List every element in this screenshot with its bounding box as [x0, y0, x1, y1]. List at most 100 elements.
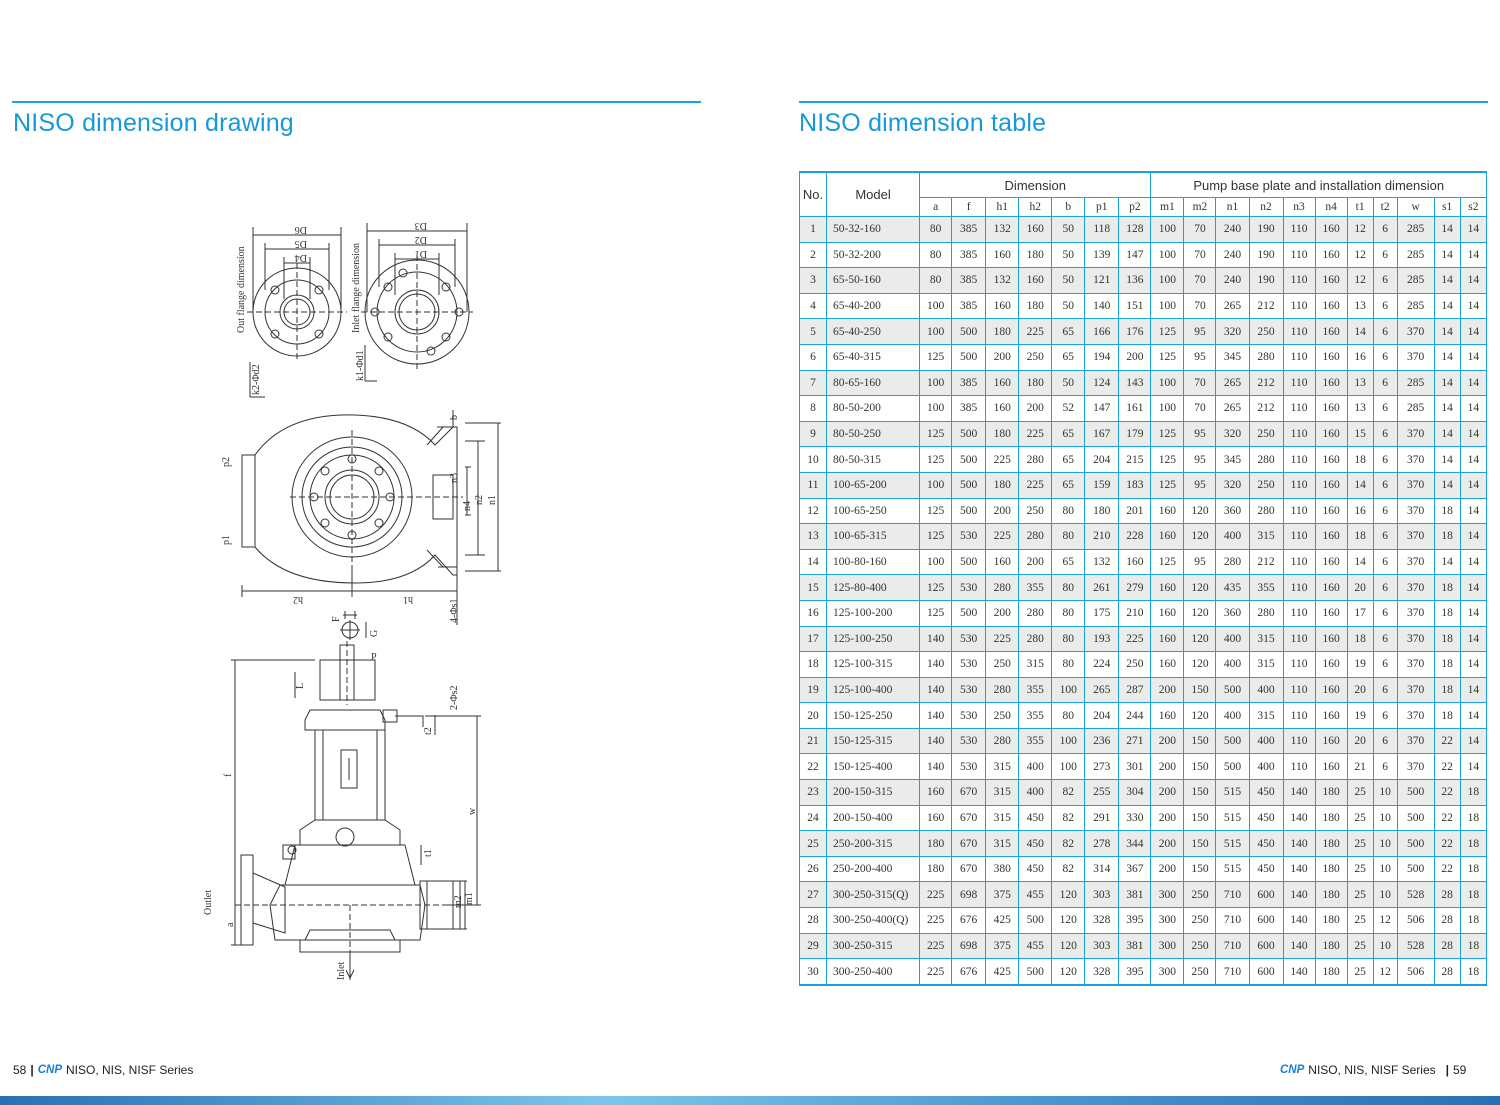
cell-m2: 120 — [1183, 523, 1217, 550]
cell-p2: 160 — [1118, 548, 1152, 576]
cell-m1: 160 — [1150, 625, 1185, 653]
label-s1: 4-Φs1 — [449, 598, 460, 623]
cell-n4: 160 — [1314, 420, 1348, 448]
cell-h1: 225 — [985, 523, 1020, 550]
cell-s1: 28 — [1433, 907, 1461, 934]
cell-f: 385 — [951, 267, 987, 294]
cell-s1: 14 — [1433, 216, 1461, 243]
cell-n4: 160 — [1314, 241, 1348, 269]
cell-b: 120 — [1051, 932, 1086, 960]
cell-h2: 180 — [1018, 369, 1053, 397]
cell-n2: 280 — [1248, 343, 1284, 371]
cell-s2: 14 — [1459, 753, 1488, 781]
cell-n2: 315 — [1248, 651, 1284, 678]
cell-m1: 100 — [1150, 216, 1185, 243]
cell-model: 65-40-250 — [826, 318, 921, 345]
cell-m1: 125 — [1150, 318, 1185, 345]
cell-h2: 200 — [1018, 548, 1053, 576]
cell-b: 120 — [1051, 958, 1086, 986]
cell-a: 125 — [919, 497, 953, 525]
header-col-w: w — [1396, 197, 1435, 217]
cnp-logo: CNP — [37, 1064, 62, 1076]
cell-n4: 180 — [1314, 881, 1348, 909]
cell-s2: 18 — [1459, 830, 1488, 857]
cell-b: 80 — [1051, 497, 1086, 525]
cell-p1: 314 — [1084, 855, 1120, 883]
cell-b: 80 — [1051, 702, 1086, 729]
cell-n2: 280 — [1248, 599, 1284, 627]
cell-n4: 160 — [1314, 267, 1348, 294]
cell-model: 150-125-250 — [826, 702, 921, 729]
cell-f: 500 — [951, 599, 987, 627]
cell-n2: 190 — [1248, 216, 1284, 243]
cell-n1: 265 — [1215, 369, 1250, 397]
cell-h1: 160 — [985, 369, 1020, 397]
cell-s1: 14 — [1433, 420, 1461, 448]
cell-n3: 110 — [1282, 420, 1316, 448]
cell-model: 125-100-315 — [826, 651, 921, 678]
cell-h2: 450 — [1018, 830, 1053, 857]
cell-m2: 150 — [1183, 727, 1217, 755]
page-number-right: 59 — [1453, 1063, 1467, 1077]
cell-n4: 160 — [1314, 548, 1348, 576]
cell-p2: 183 — [1118, 471, 1152, 499]
cell-s2: 14 — [1459, 420, 1488, 448]
cell-f: 530 — [951, 702, 987, 729]
cell-a: 125 — [919, 343, 953, 371]
cell-p1: 303 — [1084, 932, 1120, 960]
cell-t1: 13 — [1346, 369, 1374, 397]
cell-m1: 125 — [1150, 548, 1185, 576]
cell-n3: 110 — [1282, 318, 1316, 345]
cell-no: 16 — [798, 599, 828, 627]
cell-no: 24 — [798, 804, 828, 832]
cell-w: 528 — [1396, 932, 1435, 960]
header-col-h2: h2 — [1018, 197, 1053, 217]
cell-m2: 70 — [1183, 267, 1217, 294]
cell-n3: 110 — [1282, 727, 1316, 755]
cell-t2: 6 — [1372, 497, 1398, 525]
cell-s2: 14 — [1459, 676, 1488, 704]
cell-n4: 180 — [1314, 932, 1348, 960]
cell-p2: 225 — [1118, 625, 1152, 653]
header-col-h1: h1 — [985, 197, 1020, 217]
cell-p2: 367 — [1118, 855, 1152, 883]
cell-b: 80 — [1051, 523, 1086, 550]
cell-t1: 25 — [1346, 932, 1374, 960]
cell-model: 150-125-315 — [826, 727, 921, 755]
cell-t2: 6 — [1372, 420, 1398, 448]
cell-h2: 455 — [1018, 932, 1053, 960]
cell-s1: 28 — [1433, 932, 1461, 960]
label-k2: k2-Φd2 — [251, 364, 262, 395]
cell-n1: 710 — [1215, 881, 1250, 909]
cell-p2: 287 — [1118, 676, 1152, 704]
cell-n4: 160 — [1314, 369, 1348, 397]
cell-no: 5 — [798, 318, 828, 345]
cell-p2: 176 — [1118, 318, 1152, 345]
cell-h1: 180 — [985, 318, 1020, 345]
table-heading: NISO dimension table — [799, 109, 1047, 137]
cell-p2: 271 — [1118, 727, 1152, 755]
cell-no: 20 — [798, 702, 828, 729]
cell-p1: 167 — [1084, 420, 1120, 448]
cell-m1: 100 — [1150, 292, 1185, 320]
cell-t2: 6 — [1372, 753, 1398, 781]
cell-s1: 14 — [1433, 446, 1461, 473]
cell-t2: 10 — [1372, 830, 1398, 857]
cell-a: 140 — [919, 702, 953, 729]
cell-t1: 14 — [1346, 318, 1374, 345]
cell-n4: 180 — [1314, 958, 1348, 986]
cell-n2: 315 — [1248, 625, 1284, 653]
cell-t2: 6 — [1372, 599, 1398, 627]
cell-t1: 14 — [1346, 548, 1374, 576]
cell-n3: 110 — [1282, 216, 1316, 243]
cell-n3: 140 — [1282, 855, 1316, 883]
cell-m1: 300 — [1150, 881, 1185, 909]
cell-n4: 160 — [1314, 523, 1348, 550]
cell-a: 80 — [919, 267, 953, 294]
label-outlet: Outlet — [203, 890, 214, 915]
cell-m2: 120 — [1183, 497, 1217, 525]
cell-model: 200-150-315 — [826, 779, 921, 806]
